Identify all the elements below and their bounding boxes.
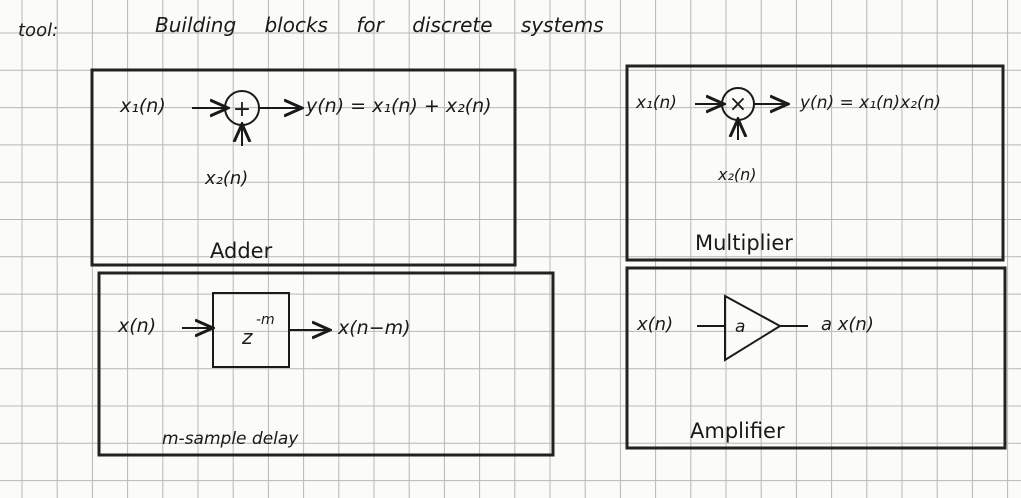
page-title: Building blocks for discrete systems bbox=[155, 13, 604, 37]
multiplier-input2: x₂(n) bbox=[717, 165, 757, 184]
amplifier-input: x(n) bbox=[636, 314, 673, 335]
adder-output: y(n) = x₁(n) + x₂(n) bbox=[305, 95, 492, 117]
adder-caption: Adder bbox=[210, 239, 273, 263]
multiplier-caption: Multiplier bbox=[695, 231, 793, 255]
delay-output: x(n−m) bbox=[337, 317, 411, 339]
multiplier-block: x₁(n) × x₂(n) y(n) = x₁(n)x₂(n) Multipli… bbox=[625, 64, 1005, 262]
amplifier-triangle-icon bbox=[724, 294, 782, 362]
delay-operator: z bbox=[241, 325, 253, 349]
amplifier-caption: Amplifier bbox=[690, 419, 785, 443]
multiplier-output: y(n) = x₁(n)x₂(n) bbox=[799, 93, 941, 113]
amplifier-gain: a bbox=[735, 317, 745, 337]
adder-symbol: + bbox=[233, 97, 251, 122]
multiplier-symbol: × bbox=[729, 92, 747, 117]
amplifier-output: a x(n) bbox=[821, 314, 874, 335]
delay-exponent: -m bbox=[256, 312, 275, 328]
adder-input1: x₁(n) bbox=[119, 95, 166, 117]
delay-caption: m-sample delay bbox=[162, 429, 299, 449]
delay-input: x(n) bbox=[117, 315, 156, 337]
header-label: tool: bbox=[18, 20, 58, 41]
adder-block: x₁(n) + x₂(n) y(n) = x₁(n) + x₂(n) Adder bbox=[90, 68, 517, 267]
multiplier-input1: x₁(n) bbox=[635, 93, 677, 113]
delay-block: x(n) z -m x(n−m) m-sample delay bbox=[97, 271, 555, 457]
amplifier-block: x(n) a a x(n) Amplifier bbox=[625, 266, 1007, 450]
adder-input2: x₂(n) bbox=[204, 168, 248, 189]
